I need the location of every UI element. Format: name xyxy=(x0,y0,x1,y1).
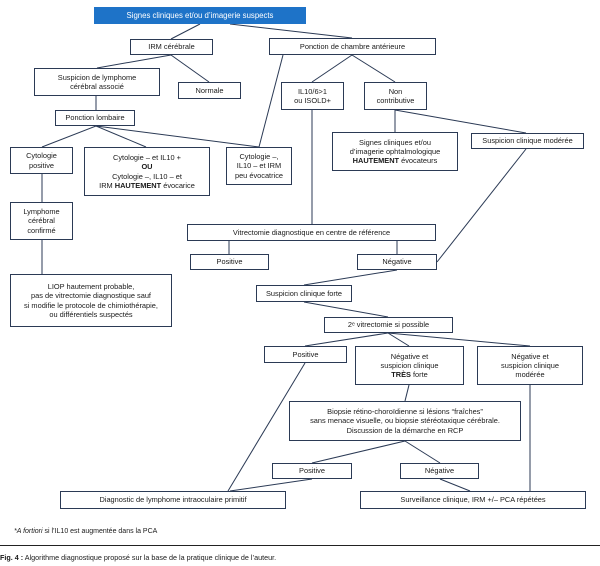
node-signes-ophtalmologiques: Signes cliniques et/ou d’imagerie ophtal… xyxy=(332,132,458,171)
node-vitrectomie-positive: Positive xyxy=(190,254,269,270)
connector-line xyxy=(95,125,260,148)
connector-line xyxy=(229,478,313,492)
connector-line xyxy=(95,125,147,148)
node-2e-vitrectomie: 2ᵉ vitrectomie si possible xyxy=(324,317,453,333)
connector-line xyxy=(170,23,201,40)
connector-line xyxy=(404,440,441,464)
connector-line xyxy=(303,269,398,286)
node-vitrectomie2-positive: Positive xyxy=(264,346,347,363)
node-suspicion-forte: Suspicion clinique forte xyxy=(256,285,352,302)
connector-line xyxy=(436,148,527,263)
footnote: *A fortiori si l’IL10 est augmentée dans… xyxy=(14,528,158,535)
node-suspicion-moderee: Suspicion clinique modérée xyxy=(471,133,584,149)
connector-line xyxy=(304,332,389,347)
connector-line xyxy=(351,54,396,83)
node-ponction-chambre-anterieure: Ponction de chambre antérieure xyxy=(269,38,436,55)
connector-line xyxy=(227,362,306,492)
connector-line xyxy=(404,384,410,402)
flowchart-edges xyxy=(41,23,531,492)
connector-line xyxy=(170,54,210,83)
connector-line xyxy=(229,23,353,39)
node-vitrectomie-negative: Négative xyxy=(357,254,437,270)
node-biopsie-negative: Négative xyxy=(400,463,479,479)
node-signes-suspects: Signes cliniques et/ou d’imagerie suspec… xyxy=(94,7,306,24)
node-irm-cerebrale: IRM cérébrale xyxy=(130,39,213,55)
connector-line xyxy=(311,440,406,464)
connector-line xyxy=(387,332,410,347)
connector-line xyxy=(394,109,527,134)
node-biopsie-retino-choroidienne: Biopsie rétino-choroïdienne si lésions “… xyxy=(289,401,521,441)
figure-caption: Fig. 4 : Algorithme diagnostique proposé… xyxy=(0,553,277,562)
connector-line xyxy=(387,332,531,347)
connector-line xyxy=(96,54,172,69)
connector-line xyxy=(439,478,471,492)
connector-line xyxy=(41,125,97,148)
connector-line xyxy=(303,301,389,318)
node-ponction-lombaire: Ponction lombaire xyxy=(55,110,135,126)
connector-line xyxy=(258,54,284,148)
node-cytologie-il10-options: Cytologie – et IL10 + OU Cytologie –, IL… xyxy=(84,147,210,196)
node-irm-normale: Normale xyxy=(178,82,241,99)
node-biopsie-positive: Positive xyxy=(272,463,352,479)
connector-line xyxy=(311,54,353,83)
flowchart: Signes cliniques et/ou d’imagerie suspec… xyxy=(0,7,600,546)
node-vitrectomie-diagnostique: Vitrectomie diagnostique en centre de ré… xyxy=(187,224,436,241)
node-surveillance-clinique: Surveillance clinique, IRM +/– PCA répét… xyxy=(360,491,586,509)
node-negative-suspicion-tres-forte: Négative et suspicion clinique TRÈS fort… xyxy=(355,346,464,385)
node-diagnostic-liop: Diagnostic de lymphome intraoculaire pri… xyxy=(60,491,286,509)
node-liop-hautement-probable: LIOP hautement probable, pas de vitrecto… xyxy=(10,274,172,327)
